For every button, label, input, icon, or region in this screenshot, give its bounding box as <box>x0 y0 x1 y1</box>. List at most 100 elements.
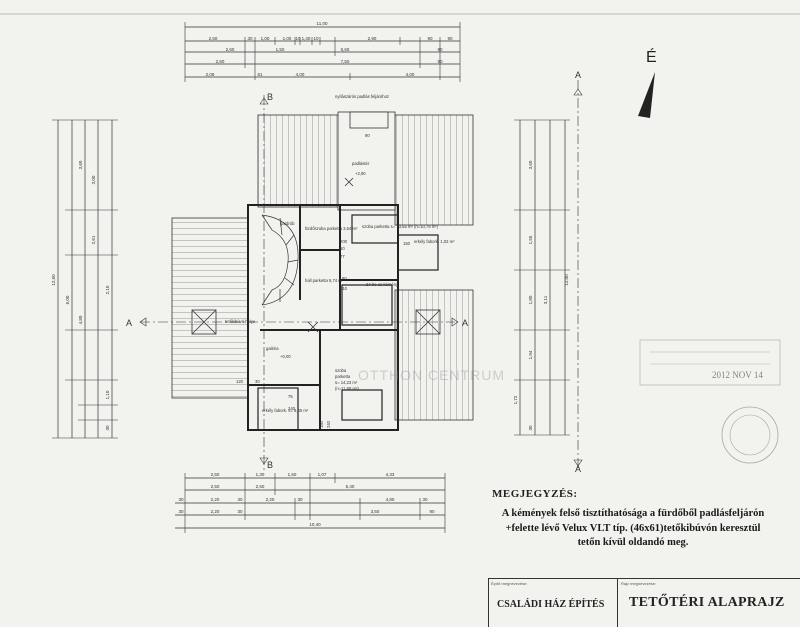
svg-text:2,10: 2,10 <box>105 285 110 294</box>
svg-text:1,00: 1,00 <box>261 36 270 41</box>
svg-text:1,80: 1,80 <box>528 295 533 304</box>
svg-text:galéria: galéria <box>266 346 279 351</box>
svg-text:240: 240 <box>288 406 296 411</box>
svg-text:szoba parketta s= 13,55 m² (n=: szoba parketta s= 13,55 m² (n=10,78 m²) <box>362 224 439 229</box>
svg-text:210: 210 <box>340 286 348 291</box>
sheet-title: TETŐTÉRI ALAPRAJZ <box>629 595 785 610</box>
svg-text:gardrób: gardrób <box>280 221 295 226</box>
svg-text:s= 14,23 m²: s= 14,23 m² <box>335 380 358 385</box>
dim-top-total: 11,00 <box>317 21 328 26</box>
svg-text:1,00: 1,00 <box>283 36 292 41</box>
svg-text:90: 90 <box>342 276 347 281</box>
svg-text:2,61: 2,61 <box>91 235 96 244</box>
title-block-small-label: Építő megnevezése: <box>491 581 528 586</box>
svg-text:(n=11,68 m²): (n=11,68 m²) <box>335 386 359 391</box>
svg-text:150: 150 <box>403 241 411 246</box>
svg-text:3,00: 3,00 <box>91 175 96 184</box>
svg-text:2,50: 2,50 <box>209 36 218 41</box>
project-name: CSALÁDI HÁZ ÉPÍTÉS <box>497 599 605 610</box>
svg-text:+0,00: +0,00 <box>280 354 291 359</box>
note-title: MEGJEGYZÉS: <box>492 488 578 500</box>
svg-text:90: 90 <box>437 47 443 52</box>
svg-text:30: 30 <box>528 425 533 431</box>
svg-text:1,10: 1,10 <box>105 390 110 399</box>
svg-text:6,60: 6,60 <box>341 47 350 52</box>
svg-text:A: A <box>575 70 581 80</box>
svg-text:nyílászárós padlás feljáróhoz: nyílászárós padlás feljáróhoz <box>335 94 389 99</box>
svg-text:OTTHON CENTRUM: OTTHON CENTRUM <box>358 367 505 383</box>
svg-text:2012 NOV 14: 2012 NOV 14 <box>712 370 763 380</box>
svg-text:2,90: 2,90 <box>368 36 377 41</box>
svg-text:+2,90: +2,90 <box>355 171 366 176</box>
svg-text:30: 30 <box>178 497 184 502</box>
svg-text:É: É <box>646 47 657 66</box>
svg-text:hall parketta 5,74 m²: hall parketta 5,74 m² <box>305 278 344 283</box>
spiral-staircase <box>261 214 299 306</box>
svg-text:erkély fabork. s= 8,40 m²: erkély fabork. s= 8,40 m² <box>262 408 309 413</box>
svg-text:4,80: 4,80 <box>78 315 83 324</box>
svg-text:30: 30 <box>255 379 260 384</box>
svg-text:2,09: 2,09 <box>206 72 215 77</box>
svg-text:24 ho-os kémény: 24 ho-os kémény <box>366 282 399 287</box>
bottom-dimension-lines <box>175 473 446 533</box>
svg-text:padlástér: padlástér <box>352 161 370 166</box>
left-dimension-lines <box>52 119 118 439</box>
svg-text:1,50: 1,50 <box>288 472 297 477</box>
north-arrow: É <box>638 47 657 118</box>
svg-text:7,50: 7,50 <box>341 59 350 64</box>
svg-text:A: A <box>126 318 132 328</box>
svg-text:120: 120 <box>236 379 244 384</box>
svg-text:10: 10 <box>313 36 319 41</box>
svg-text:10: 10 <box>295 36 301 41</box>
svg-text:4,00: 4,00 <box>406 72 415 77</box>
svg-text:90: 90 <box>447 36 453 41</box>
svg-text:4,80: 4,80 <box>386 497 395 502</box>
svg-text:77: 77 <box>340 254 345 259</box>
section-markers <box>139 80 583 470</box>
svg-text:B: B <box>267 460 273 470</box>
svg-text:2,20: 2,20 <box>266 497 275 502</box>
svg-text:30: 30 <box>105 425 110 431</box>
svg-text:1,07: 1,07 <box>318 472 327 477</box>
svg-text:30: 30 <box>237 509 243 514</box>
svg-text:4,33: 4,33 <box>386 472 395 477</box>
right-dimension-lines <box>514 119 570 436</box>
title-block-project-cell: Építő megnevezése: CSALÁDI HÁZ ÉPÍTÉS <box>489 579 618 627</box>
svg-text:1,94: 1,94 <box>528 350 533 359</box>
svg-text:150: 150 <box>319 420 324 428</box>
svg-text:2,50: 2,50 <box>211 472 220 477</box>
svg-text:61: 61 <box>257 72 263 77</box>
svg-text:5,40: 5,40 <box>346 484 355 489</box>
svg-text:90: 90 <box>429 509 435 514</box>
svg-text:tetőkibúvó helye: tetőkibúvó helye <box>225 319 256 324</box>
svg-text:1,72: 1,72 <box>513 395 518 404</box>
note-line: A kémények felső tisztíthatósága a fürdő… <box>501 508 765 519</box>
svg-text:2,50: 2,50 <box>256 484 265 489</box>
title-block: Építő megnevezése: CSALÁDI HÁZ ÉPÍTÉS Ra… <box>488 578 800 627</box>
svg-text:2,60: 2,60 <box>226 47 235 52</box>
section-labels: A A B B A A <box>126 70 581 474</box>
svg-text:200: 200 <box>340 239 348 244</box>
svg-text:1,40: 1,40 <box>302 36 311 41</box>
watermark: OTTHON CENTRUM <box>358 367 505 383</box>
room-labels: nyílászárós padlás feljáróhoz padlástér … <box>225 94 455 428</box>
svg-text:szoba: szoba <box>335 368 347 373</box>
svg-text:12,60: 12,60 <box>51 274 56 286</box>
svg-text:60: 60 <box>340 246 345 251</box>
svg-text:A: A <box>575 464 581 474</box>
approval-stamps: 2012 NOV 14 <box>639 339 781 464</box>
svg-text:1,55: 1,55 <box>528 235 533 244</box>
note-text: A kémények felső tisztíthatósága a fürdő… <box>478 507 788 551</box>
note-line: tetőn kívül oldandó meg. <box>577 537 689 548</box>
svg-text:30: 30 <box>247 36 253 41</box>
svg-text:30: 30 <box>297 497 303 502</box>
svg-text:4,00: 4,00 <box>296 72 305 77</box>
svg-text:30: 30 <box>422 497 428 502</box>
top-dimension-lines <box>184 22 461 82</box>
svg-text:30: 30 <box>237 497 243 502</box>
svg-text:3,11: 3,11 <box>543 295 548 304</box>
svg-text:90: 90 <box>365 133 370 138</box>
